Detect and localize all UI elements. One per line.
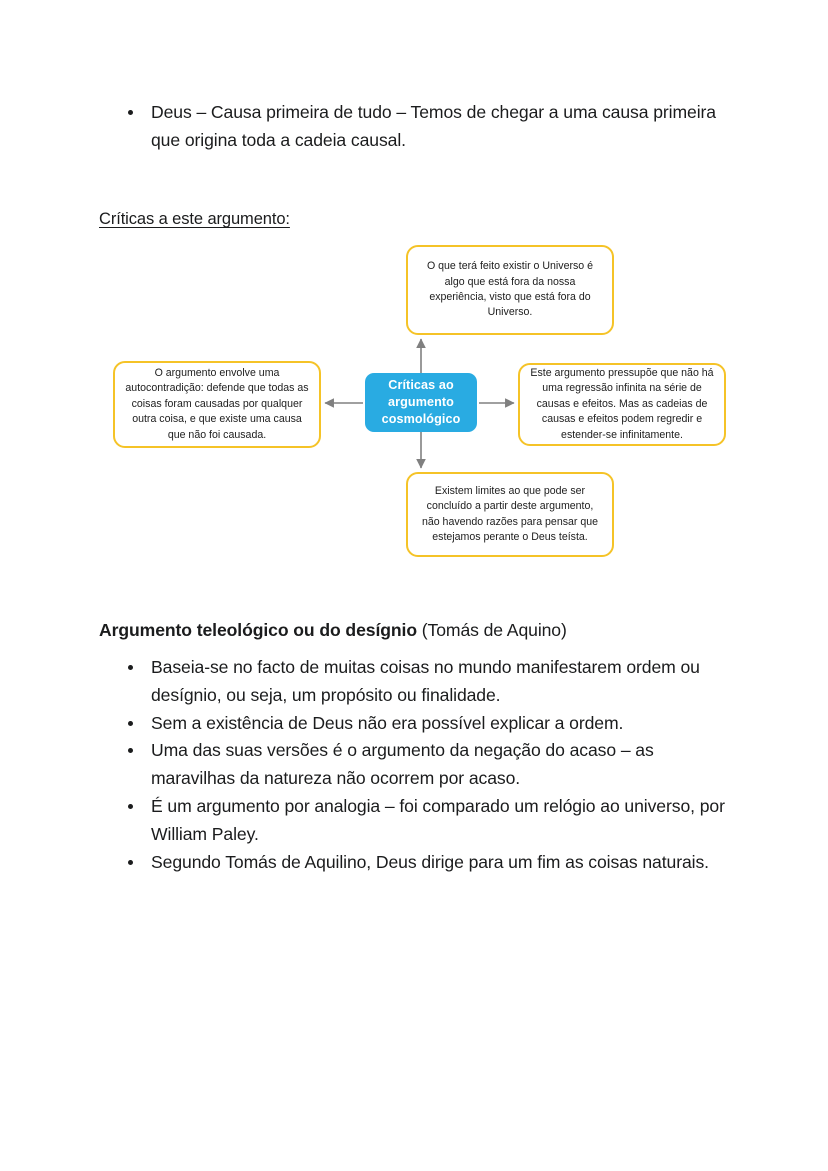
connector-arrows [324, 338, 515, 469]
top-bullet-list: Deus – Causa primeira de tudo – Temos de… [117, 99, 717, 155]
list-item: Segundo Tomás de Aquilino, Deus dirige p… [117, 849, 742, 877]
list-item: Baseia-se no facto de muitas coisas no m… [117, 654, 742, 710]
page-title: Argumento teleológico ou do desígnio (To… [99, 618, 567, 643]
diagram-node-left: O argumento envolve uma autocontradição:… [113, 361, 321, 448]
section-subheading: Críticas a este argumento: [99, 210, 290, 228]
list-item: Uma das suas versões é o argumento da ne… [117, 737, 742, 793]
page-title-normal: (Tomás de Aquino) [416, 620, 567, 640]
diagram-node-right: Este argumento pressupõe que não há uma … [518, 363, 726, 446]
list-item: Sem a existência de Deus não era possíve… [117, 710, 742, 738]
diagram-node-top: O que terá feito existir o Universo é al… [406, 245, 614, 335]
cosmological-critiques-diagram: O que terá feito existir o Universo é al… [99, 240, 739, 570]
list-item: Deus – Causa primeira de tudo – Temos de… [117, 99, 717, 155]
list-item: É um argumento por analogia – foi compar… [117, 793, 742, 849]
diagram-node-center: Críticas ao argumento cosmológico [365, 373, 477, 432]
bottom-bullet-list: Baseia-se no facto de muitas coisas no m… [117, 654, 742, 876]
page-title-bold: Argumento teleológico ou do desígnio [99, 620, 417, 640]
diagram-node-bottom: Existem limites ao que pode ser concluíd… [406, 472, 614, 557]
